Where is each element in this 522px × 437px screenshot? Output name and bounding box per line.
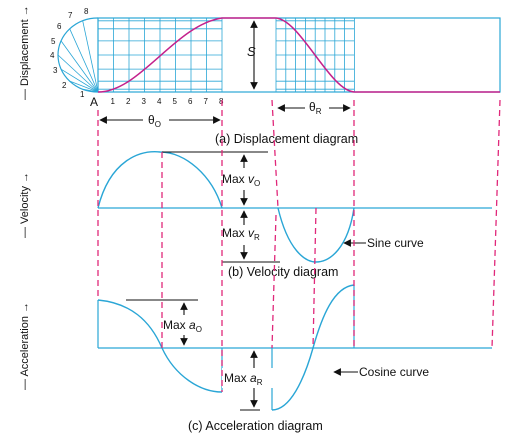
circle-number: 2 xyxy=(62,81,67,90)
s-label: S xyxy=(247,44,256,59)
sine-curve-label: Sine curve xyxy=(367,236,424,250)
circle-number: 3 xyxy=(53,66,58,75)
max-ao-label: Max aO xyxy=(163,318,202,334)
base-number: 3 xyxy=(142,97,147,106)
circle-ray xyxy=(82,88,99,93)
circle-number: 6 xyxy=(57,22,62,31)
max-vo-label: Max vO xyxy=(222,172,260,188)
circle-ray xyxy=(69,28,99,93)
base-number: 1 xyxy=(111,97,116,106)
displacement-curve xyxy=(97,17,500,93)
velocity-rise-curve xyxy=(97,151,223,209)
base-number: 2 xyxy=(126,97,131,106)
circle-numbers: 1 23 4 567 8 xyxy=(50,7,89,99)
max-vr-label: Max vR xyxy=(222,226,260,242)
circle-number: 7 xyxy=(68,11,73,20)
acceleration-rise-curve xyxy=(97,299,223,393)
circle-number: 8 xyxy=(84,7,89,16)
cosine-curve-label: Cosine curve xyxy=(359,365,429,379)
circle-ray xyxy=(82,20,99,93)
velocity-diagram: Max vO Max vR Sine curve (b) Velocity di… xyxy=(97,151,492,279)
velocity-caption: (b) Velocity diagram xyxy=(228,265,338,279)
acceleration-rise-frame xyxy=(97,300,223,392)
velocity-return-curve xyxy=(277,207,355,263)
circle-ray xyxy=(57,54,99,93)
circle-ray xyxy=(60,68,99,93)
velocity-axis-label: — Velocity → xyxy=(19,172,31,238)
displacement-frame xyxy=(97,17,501,93)
displacement-axis-label: — Displacement → xyxy=(19,5,31,100)
projection-lines xyxy=(97,99,501,392)
circle-number: 1 xyxy=(80,90,85,99)
base-number: 5 xyxy=(173,97,178,106)
circle-ray xyxy=(60,40,99,93)
base-number: 6 xyxy=(188,97,193,106)
circle-number: 5 xyxy=(51,37,56,46)
displacement-caption: (a) Displacement diagram xyxy=(215,132,358,146)
base-number: 7 xyxy=(204,97,209,106)
circle-ray xyxy=(69,80,99,93)
theta-o-label: θO xyxy=(148,113,161,129)
base-number: 4 xyxy=(157,97,162,106)
acceleration-axis-label: — Acceleration → xyxy=(19,302,31,390)
acceleration-diagram: Max aO Max aR Cosine curve (c) Accelerat… xyxy=(97,284,492,433)
max-ar-label: Max aR xyxy=(224,371,263,387)
point-a-label: A xyxy=(90,95,98,109)
circle-number: 4 xyxy=(50,51,55,60)
acceleration-caption: (c) Acceleration diagram xyxy=(188,419,323,433)
theta-r-label: θR xyxy=(309,100,322,116)
